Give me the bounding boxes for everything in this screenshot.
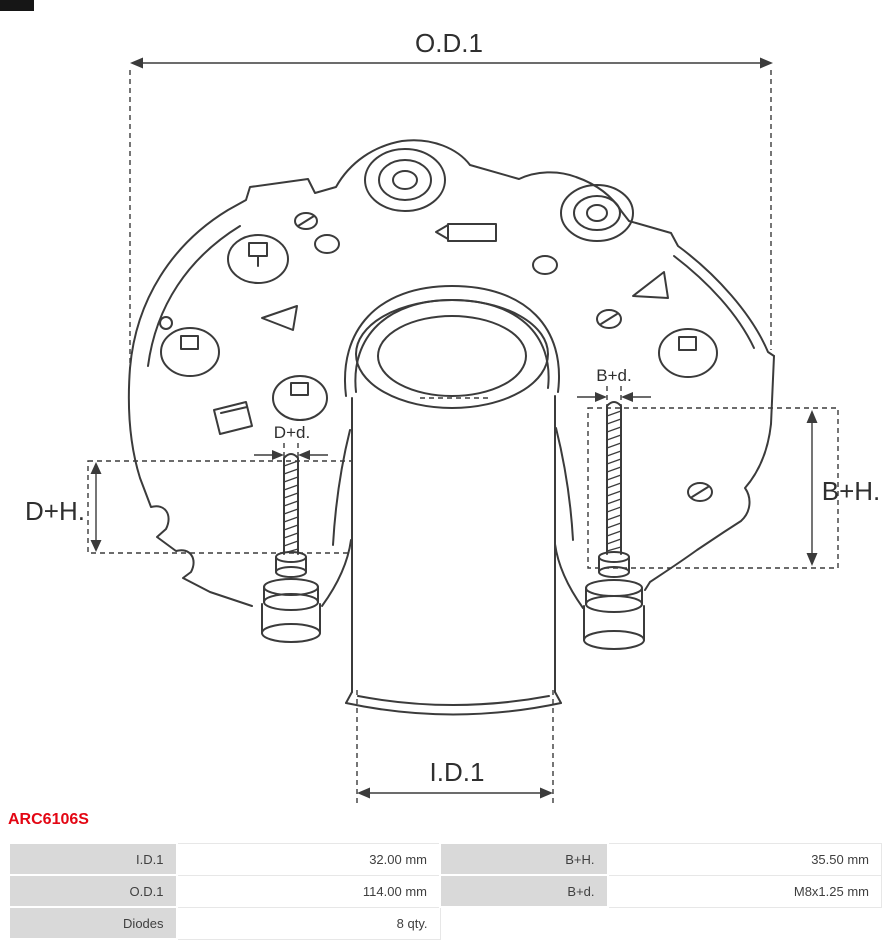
arrow-right	[540, 787, 553, 799]
slots-and-marks	[213, 223, 669, 435]
spec-table: I.D.1 32.00 mm B+H. 35.50 mm O.D.1 114.0…	[8, 842, 882, 940]
mounting-bushings	[364, 148, 634, 242]
spec-row: I.D.1 32.00 mm B+H. 35.50 mm	[8, 842, 882, 876]
spec-value-diodes: 8 qty.	[176, 906, 441, 940]
dd-label: D+d.	[274, 423, 310, 442]
arrow-right	[272, 450, 284, 460]
spec-row: O.D.1 114.00 mm B+d. M8x1.25 mm	[8, 874, 882, 908]
left-stud	[261, 453, 321, 643]
arrow-down	[806, 553, 818, 566]
logo-fragment	[0, 0, 34, 11]
od1-label: O.D.1	[415, 28, 483, 58]
spec-value-id1: 32.00 mm	[176, 842, 441, 876]
dd-dimension: D+d.	[254, 423, 328, 466]
arrow-down	[90, 540, 102, 552]
right-stud	[583, 401, 645, 650]
id1-dimension: I.D.1	[356, 690, 554, 806]
spec-value-bh: 35.50 mm	[607, 842, 882, 876]
arrow-right	[595, 392, 607, 402]
id1-label: I.D.1	[430, 757, 485, 787]
technical-drawing: O.D.1 I.D.1 D+H. B+H. D+d.	[25, 28, 881, 806]
small-holes	[159, 212, 713, 502]
dh-dimension: D+H.	[25, 460, 353, 554]
dh-label: D+H.	[25, 496, 85, 526]
spec-value-empty	[607, 907, 882, 939]
spec-label-diodes: Diodes	[8, 906, 178, 940]
bd-label: B+d.	[596, 366, 631, 385]
bh-label: B+H.	[822, 476, 881, 506]
arrow-right	[760, 57, 773, 69]
bd-dimension: B+d.	[577, 366, 651, 409]
center-bell	[344, 285, 562, 716]
diode-circles	[160, 234, 718, 421]
spec-label-od1: O.D.1	[8, 874, 178, 908]
spec-section: ARC6106S I.D.1 32.00 mm B+H. 35.50 mm O.…	[8, 810, 882, 940]
arrow-left	[130, 57, 143, 69]
arrow-up	[90, 462, 102, 474]
spec-label-id1: I.D.1	[8, 842, 178, 876]
spec-value-bd: M8x1.25 mm	[607, 874, 882, 908]
arrow-left	[298, 450, 310, 460]
arrow-left	[357, 787, 370, 799]
spec-row: Diodes 8 qty.	[8, 906, 882, 940]
spec-label-bh: B+H.	[439, 842, 609, 876]
arrow-left	[621, 392, 633, 402]
bh-dimension: B+H.	[587, 407, 881, 569]
spec-value-od1: 114.00 mm	[176, 874, 441, 908]
part-number: ARC6106S	[8, 811, 89, 828]
rectifier-body	[127, 139, 775, 609]
spec-label-empty	[440, 907, 608, 939]
arrow-up	[806, 410, 818, 423]
spec-label-bd: B+d.	[439, 874, 609, 908]
od1-dimension: O.D.1	[129, 28, 773, 366]
